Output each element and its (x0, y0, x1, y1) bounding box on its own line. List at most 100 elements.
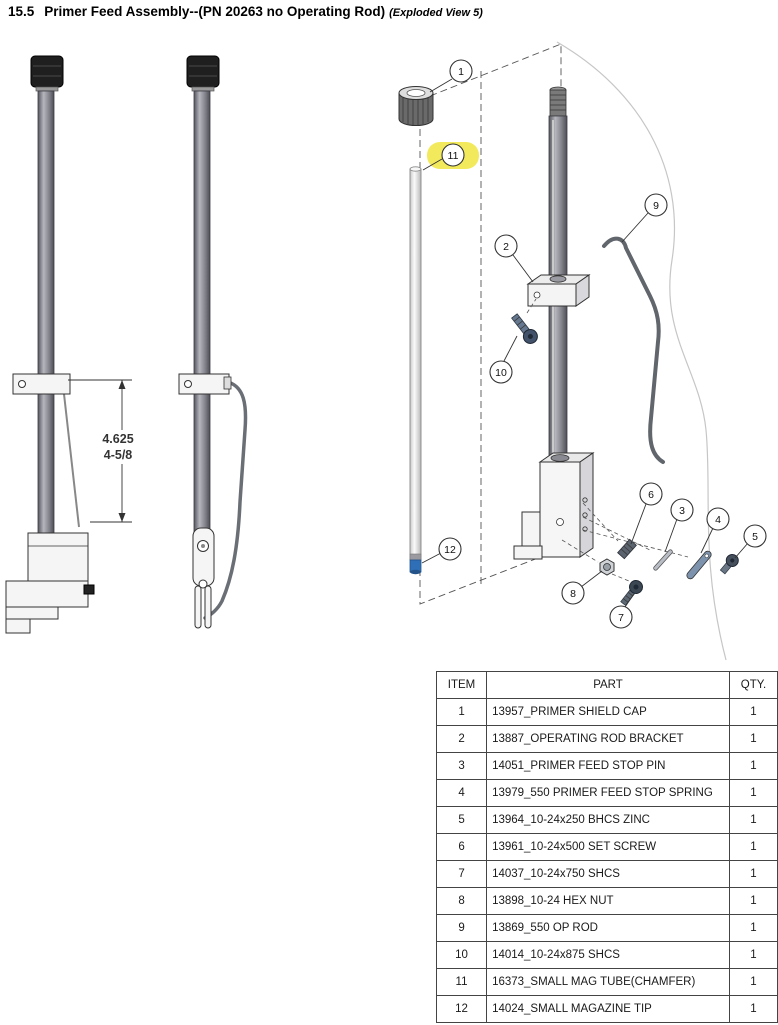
qty-cell: 1 (728, 725, 778, 753)
part-cell: 14051_PRIMER FEED STOP PIN (486, 752, 730, 780)
op-rod-wire-assembled (203, 380, 248, 620)
part-cell: 14024_SMALL MAGAZINE TIP (486, 995, 730, 1023)
balloon-8: 8 (561, 570, 603, 605)
assembly-drawing: 4.625 4-5/8 (5, 41, 767, 661)
balloon-7: 7 (609, 593, 635, 629)
balloon-4: 4 (700, 507, 730, 554)
qty-cell: 1 (728, 752, 778, 780)
small-mag-tube (409, 166, 422, 575)
svg-text:7: 7 (618, 612, 624, 624)
svg-text:10: 10 (495, 367, 507, 379)
item-cell: 3 (435, 752, 488, 780)
knurled-cap (30, 55, 64, 88)
qty-cell: 1 (728, 698, 778, 726)
stop-pin (653, 549, 673, 571)
view-note: (Exploded View 5) (389, 7, 483, 19)
dimension-decimal: 4.625 (102, 432, 133, 446)
item-cell: 9 (435, 914, 488, 942)
assembled-view-front (5, 55, 95, 634)
svg-text:5: 5 (752, 531, 758, 543)
balloon-6: 6 (630, 482, 663, 545)
item-cell: 8 (435, 887, 488, 915)
qty-cell: 1 (728, 806, 778, 834)
qty-cell: 1 (728, 887, 778, 915)
part-cell: 16373_SMALL MAG TUBE(CHAMFER) (486, 968, 730, 996)
set-screw (617, 538, 637, 560)
thumb-screw (83, 584, 95, 595)
table-header-row: ITEM PART QTY. (435, 671, 778, 699)
base-block (513, 452, 595, 560)
feed-body (27, 532, 89, 582)
balloon-5: 5 (734, 524, 767, 559)
item-cell: 6 (435, 833, 488, 861)
hex-nut (599, 558, 615, 576)
col-header-qty: QTY. (728, 671, 778, 699)
balloon-12: 12 (421, 537, 462, 564)
item-cell: 11 (435, 968, 488, 996)
item-cell: 1 (435, 698, 488, 726)
balloon-10: 10 (489, 335, 518, 384)
item-cell: 10 (435, 941, 488, 969)
svg-text:9: 9 (653, 200, 659, 212)
qty-cell: 1 (728, 941, 778, 969)
qty-cell: 1 (728, 833, 778, 861)
qty-cell: 1 (728, 968, 778, 996)
knurled-cap (186, 55, 220, 88)
svg-text:8: 8 (570, 588, 576, 600)
part-cell: 13898_10-24 HEX NUT (486, 887, 730, 915)
item-cell: 2 (435, 725, 488, 753)
col-header-part: PART (486, 671, 730, 699)
svg-text:3: 3 (679, 505, 685, 517)
item-cell: 7 (435, 860, 488, 888)
qty-cell: 1 (728, 995, 778, 1023)
dimension-fraction: 4-5/8 (104, 448, 133, 462)
mag-tube-assembled (193, 90, 211, 533)
svg-text:1: 1 (458, 66, 464, 78)
part-cell: 14014_10-24x875 SHCS (486, 941, 730, 969)
balloon-11-highlighted: 11 (422, 142, 479, 171)
svg-text:6: 6 (648, 489, 654, 501)
balloon-1: 1 (429, 59, 473, 93)
item-cell: 4 (435, 779, 488, 807)
item-cell: 12 (435, 995, 488, 1023)
balloon-2: 2 (494, 234, 534, 283)
part-cell: 13964_10-24x250 BHCS ZINC (486, 806, 730, 834)
op-rod-wire (602, 236, 665, 464)
item-cell: 5 (435, 806, 488, 834)
title-text: Primer Feed Assembly--(PN 20263 no Opera… (44, 4, 386, 19)
shcs-screw-10 (511, 313, 538, 344)
mag-tube-assembled (37, 90, 55, 539)
page-title: 15.5 Primer Feed Assembly--(PN 20263 no O… (8, 4, 483, 19)
exploded-view: 1 11 2 9 10 (398, 43, 767, 629)
svg-text:4: 4 (715, 514, 721, 526)
part-cell: 13979_550 PRIMER FEED STOP SPRING (486, 779, 730, 807)
op-rod-glimpse (63, 393, 80, 528)
balloon-9: 9 (621, 193, 668, 243)
part-cell: 13957_PRIMER SHIELD CAP (486, 698, 730, 726)
part-cell: 14037_10-24x750 SHCS (486, 860, 730, 888)
section-number: 15.5 (8, 4, 35, 19)
magazine-tip-assembled (192, 527, 215, 587)
svg-text:11: 11 (448, 150, 459, 162)
part-cell: 13869_550 OP ROD (486, 914, 730, 942)
part-cell: 13961_10-24x500 SET SCREW (486, 833, 730, 861)
operating-rod-bracket (526, 274, 591, 307)
col-header-item: ITEM (435, 671, 488, 699)
dimension-annotation: 4.625 4-5/8 (68, 379, 141, 523)
section-plane (419, 43, 562, 605)
balloon-3: 3 (664, 498, 694, 553)
